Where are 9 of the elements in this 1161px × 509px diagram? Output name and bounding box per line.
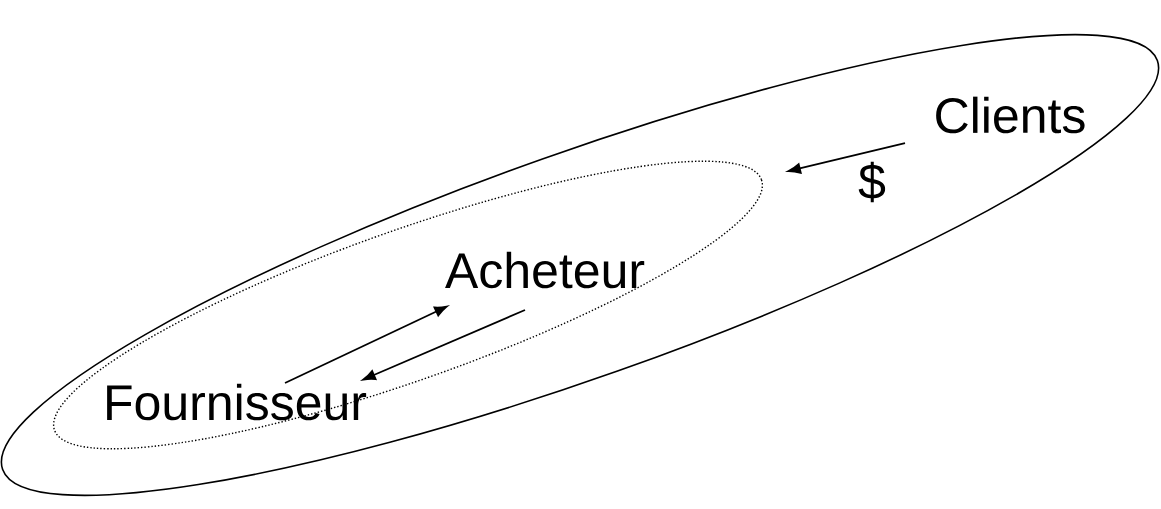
ellipse-outline xyxy=(53,160,763,450)
ellipse-outline xyxy=(1,34,1159,496)
arrow xyxy=(362,309,526,381)
arrow xyxy=(284,305,448,384)
edge-label: $ xyxy=(858,161,886,203)
node-label: Acheteur xyxy=(445,251,645,289)
node-label: Fournisseur xyxy=(107,383,367,421)
arrow xyxy=(787,142,906,174)
node-label: Clients xyxy=(936,96,1085,134)
